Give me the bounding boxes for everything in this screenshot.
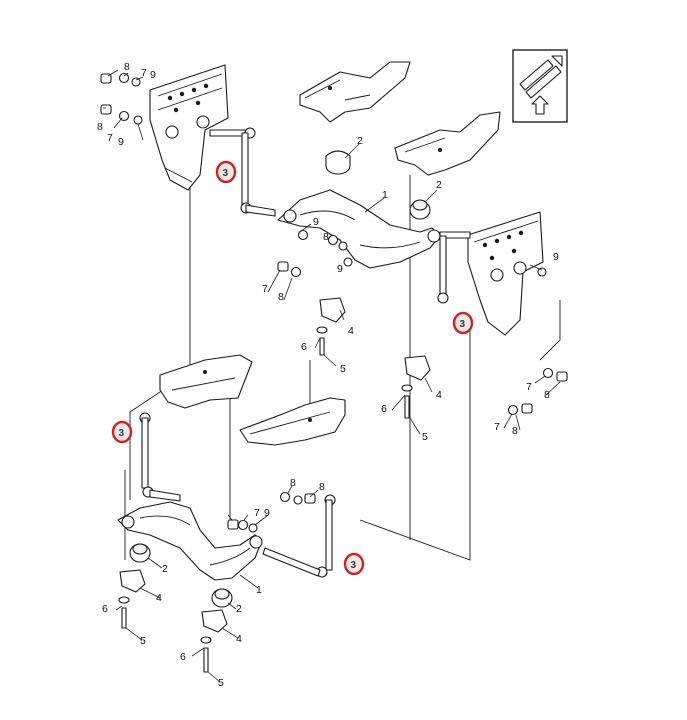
callout-label: 2 bbox=[436, 179, 442, 191]
callout-label: 9 bbox=[337, 263, 343, 275]
callout-label: 4 bbox=[348, 325, 354, 337]
callout-label: 7 bbox=[262, 283, 268, 295]
callout-label: 1 bbox=[382, 189, 388, 201]
highlighted-callout-3: 3 bbox=[111, 420, 133, 444]
highlight-label: 3 bbox=[119, 428, 125, 439]
callout-label: 8 bbox=[319, 481, 325, 493]
callout-label: 6 bbox=[301, 341, 307, 353]
callout-label: 8 bbox=[512, 425, 518, 437]
callout-label: 8 bbox=[124, 61, 130, 73]
callout-label: 6 bbox=[102, 603, 108, 615]
middle-hardware bbox=[277, 229, 568, 416]
highlight-label: 3 bbox=[460, 319, 466, 330]
lower-left-subframe-bracket bbox=[159, 354, 253, 409]
callout-label: 5 bbox=[218, 677, 224, 689]
callout-label: 7 bbox=[254, 507, 260, 519]
callout-label: 5 bbox=[140, 635, 146, 647]
callout-label: 6 bbox=[180, 651, 186, 663]
upper-left-hardware bbox=[100, 72, 143, 125]
callout-labels: 8 7 9 8 7 9 2 2 1 9 8 9 7 8 4 6 5 4 6 5 … bbox=[97, 61, 559, 689]
upper-right-subframe-bracket bbox=[394, 111, 501, 176]
callout-label: 2 bbox=[236, 603, 242, 615]
callout-label: 7 bbox=[526, 381, 532, 393]
callout-label: 8 bbox=[290, 477, 296, 489]
lower-control-arm bbox=[117, 501, 263, 581]
lower-clamp-right bbox=[200, 609, 228, 673]
lower-right-stabilizer-link bbox=[262, 494, 336, 578]
callout-label: 7 bbox=[107, 132, 113, 144]
callout-label: 2 bbox=[357, 135, 363, 147]
highlighted-callouts: 3 3 3 3 bbox=[111, 160, 474, 576]
callout-label: 2 bbox=[162, 563, 168, 575]
callout-label: 5 bbox=[422, 431, 428, 443]
front-direction-arrow-icon bbox=[512, 49, 568, 123]
lower-bushing-right bbox=[211, 588, 233, 608]
callout-leaders bbox=[103, 69, 561, 683]
callout-label: 8 bbox=[97, 121, 103, 133]
callout-label: 1 bbox=[256, 584, 262, 596]
callout-label: 4 bbox=[156, 592, 162, 604]
callout-label: 7 bbox=[494, 421, 500, 433]
highlighted-callout-3: 3 bbox=[343, 552, 365, 576]
upper-left-stabilizer-link bbox=[209, 127, 276, 217]
callout-label: 6 bbox=[381, 403, 387, 415]
lower-clamp-left bbox=[118, 569, 146, 629]
lower-left-stabilizer-link bbox=[139, 412, 181, 502]
callout-label: 8 bbox=[278, 291, 284, 303]
upper-right-mounting-bracket bbox=[467, 211, 544, 336]
upper-right-stabilizer-link bbox=[437, 231, 471, 304]
upper-clamp-left bbox=[316, 297, 346, 356]
callout-label: 9 bbox=[553, 251, 559, 263]
callout-label: 9 bbox=[264, 507, 270, 519]
lower-bushing-left bbox=[129, 543, 151, 563]
lower-hardware bbox=[227, 491, 316, 533]
callout-label: 9 bbox=[150, 69, 156, 81]
callout-label: 4 bbox=[236, 633, 242, 645]
lower-center-subframe-bracket bbox=[239, 397, 346, 446]
callout-label: 8 bbox=[323, 231, 329, 243]
upper-bushing-right bbox=[409, 199, 431, 220]
highlight-label: 3 bbox=[351, 560, 357, 571]
upper-left-mounting-bracket bbox=[149, 64, 229, 191]
upper-center-subframe-bracket bbox=[299, 61, 411, 123]
callout-label: 7 bbox=[141, 67, 147, 79]
highlight-label: 3 bbox=[223, 168, 229, 179]
callout-label: 9 bbox=[118, 136, 124, 148]
highlighted-callout-3: 3 bbox=[452, 311, 474, 335]
callout-label: 8 bbox=[544, 389, 550, 401]
callout-label: 5 bbox=[340, 363, 346, 375]
callout-label: 4 bbox=[436, 389, 442, 401]
callout-label: 9 bbox=[313, 216, 319, 228]
upper-bushing-left bbox=[325, 150, 351, 175]
highlighted-callout-3: 3 bbox=[215, 160, 237, 184]
upper-clamp-right bbox=[401, 355, 431, 419]
